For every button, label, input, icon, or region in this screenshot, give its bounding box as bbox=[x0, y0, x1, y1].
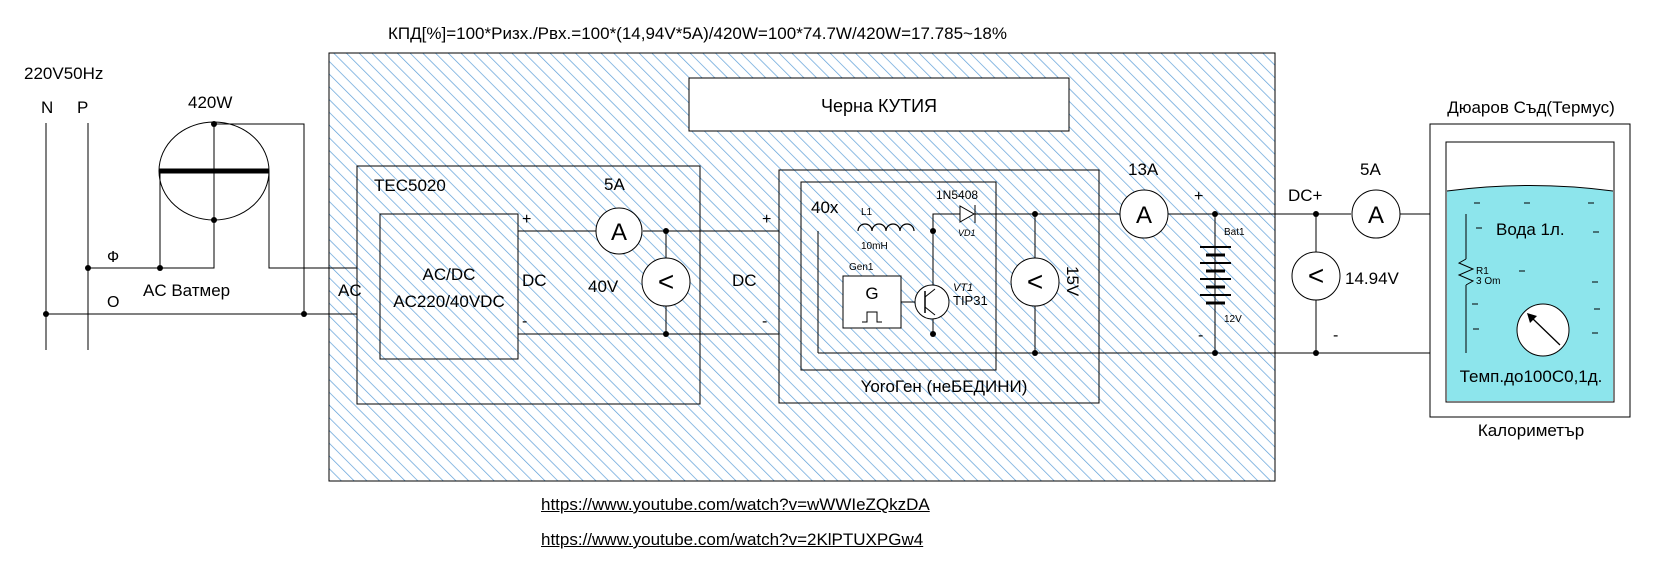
pulse-icon bbox=[862, 311, 882, 323]
inductor-l1 bbox=[857, 223, 915, 232]
tec-volt-value: 40V bbox=[588, 277, 619, 296]
generator-ref: Gen1 bbox=[849, 262, 874, 273]
transistor-ref: VT1 bbox=[953, 282, 973, 294]
node bbox=[1313, 211, 1319, 217]
inductor-ref: L1 bbox=[861, 207, 873, 218]
node bbox=[1212, 211, 1218, 217]
converter-name-2: AC220/40VDC bbox=[393, 292, 505, 311]
diode-symbol bbox=[959, 205, 976, 223]
youtube-link-2[interactable]: https://www.youtube.com/watch?v=2KlPTUXP… bbox=[541, 530, 924, 549]
battery-plus: + bbox=[1194, 188, 1203, 205]
node bbox=[663, 331, 669, 337]
output-volt-value: 14.94V bbox=[1345, 269, 1400, 288]
battery-amp-value: 13A bbox=[1128, 160, 1159, 179]
resistor-r1 bbox=[1457, 258, 1475, 286]
transistor-collector bbox=[924, 288, 936, 298]
tec-minus: - bbox=[522, 313, 527, 330]
wire-phase bbox=[88, 171, 161, 269]
node bbox=[85, 265, 91, 271]
mains-n-label: N bbox=[41, 98, 53, 117]
yoro-dc-label: DC bbox=[732, 271, 757, 290]
tec-ac-label: AC bbox=[338, 281, 362, 300]
node bbox=[930, 331, 936, 337]
thermometer-label: Темп.до100С0,1д. bbox=[1460, 367, 1603, 386]
voltmeter-tec bbox=[641, 257, 691, 307]
node bbox=[663, 228, 669, 234]
tec-dc-label: DC bbox=[522, 271, 547, 290]
thermometer bbox=[1516, 303, 1570, 357]
output-amp-value: 5A bbox=[1360, 160, 1381, 179]
generator-label: G bbox=[865, 284, 878, 303]
yoro-dc-minus: - bbox=[762, 313, 767, 330]
inductor-value: 10mH bbox=[861, 241, 888, 252]
ac-dc-converter bbox=[379, 213, 519, 360]
tec-amp-value: 5A bbox=[604, 175, 625, 194]
generator-gen1 bbox=[842, 275, 902, 329]
voltmeter-yoro-glyph: < bbox=[1027, 266, 1043, 297]
transistor-emitter bbox=[924, 306, 936, 316]
converter-name-1: AC/DC bbox=[423, 265, 476, 284]
output-dc-plus: DC+ bbox=[1288, 186, 1323, 205]
youtube-link-1[interactable]: https://www.youtube.com/watch?v=wWWIeZQk… bbox=[541, 495, 930, 514]
yoro-multiplier: 40x bbox=[811, 198, 839, 217]
node bbox=[43, 311, 49, 317]
wire-wattmeter-top bbox=[214, 123, 305, 314]
thermometer-arrow bbox=[1527, 313, 1537, 323]
ammeter-output-glyph: A bbox=[1368, 202, 1384, 229]
battery-ref: Bat1 bbox=[1224, 227, 1245, 238]
resistor-value: 3 Om bbox=[1476, 276, 1500, 287]
dewar-title: Дюаров Съд(Термус) bbox=[1447, 98, 1615, 117]
yoro-dc-plus: + bbox=[762, 211, 771, 228]
water-surface bbox=[1446, 185, 1614, 192]
transistor-vt1 bbox=[914, 284, 950, 320]
node bbox=[1212, 350, 1218, 356]
wire-wattmeter-v bbox=[160, 220, 215, 269]
tec-plus: + bbox=[522, 211, 531, 228]
calorimeter-label: Калориметър bbox=[1478, 421, 1584, 440]
diode-part: 1N5408 bbox=[936, 188, 978, 202]
node bbox=[301, 311, 307, 317]
ammeter-tec bbox=[595, 207, 643, 255]
voltmeter-tec-glyph: < bbox=[658, 266, 674, 297]
voltmeter-output-glyph: < bbox=[1308, 260, 1324, 291]
voltmeter-output bbox=[1291, 251, 1341, 301]
zero-label: O bbox=[107, 294, 119, 311]
mains-label: 220V50Hz bbox=[24, 64, 103, 83]
voltmeter-yoro bbox=[1010, 257, 1060, 307]
transistor-part: TIP31 bbox=[953, 293, 988, 308]
efficiency-formula: КПД[%]=100*Ризх./Рвх.=100*(14,94V*5A)/42… bbox=[388, 24, 1007, 43]
resistor-ref: R1 bbox=[1476, 266, 1489, 277]
node bbox=[211, 217, 217, 223]
black-box-label-frame bbox=[688, 77, 1070, 132]
water bbox=[1447, 191, 1613, 401]
battery-value: 12V bbox=[1224, 314, 1242, 325]
node bbox=[157, 265, 163, 271]
wire-wattmeter-out bbox=[268, 171, 380, 269]
node bbox=[1313, 350, 1319, 356]
ammeter-tec-glyph: A bbox=[611, 219, 627, 246]
water-label: Вода 1л. bbox=[1496, 220, 1565, 239]
yoro-title: YoroГен (неБЕДИНИ) bbox=[861, 377, 1028, 396]
node bbox=[211, 121, 217, 127]
battery-bat1 bbox=[1200, 246, 1231, 305]
tec-title: TEC5020 bbox=[374, 176, 446, 195]
diode-ref: VD1 bbox=[958, 228, 976, 238]
black-box-label: Черна КУТИЯ bbox=[821, 96, 937, 116]
mains-p-label: P bbox=[77, 98, 88, 117]
ammeter-battery bbox=[1119, 189, 1169, 239]
water-dashes bbox=[1472, 202, 1600, 334]
thermometer-needle bbox=[1531, 317, 1561, 346]
output-minus: - bbox=[1333, 327, 1338, 344]
phase-label: Ф bbox=[107, 249, 119, 266]
wattmeter-label: AC Ватмер bbox=[143, 281, 230, 300]
voltmeter-yoro-value: 15V bbox=[1063, 266, 1082, 297]
battery-minus: - bbox=[1198, 327, 1203, 344]
wattmeter-power: 420W bbox=[188, 93, 232, 112]
ammeter-battery-glyph: A bbox=[1136, 202, 1152, 229]
